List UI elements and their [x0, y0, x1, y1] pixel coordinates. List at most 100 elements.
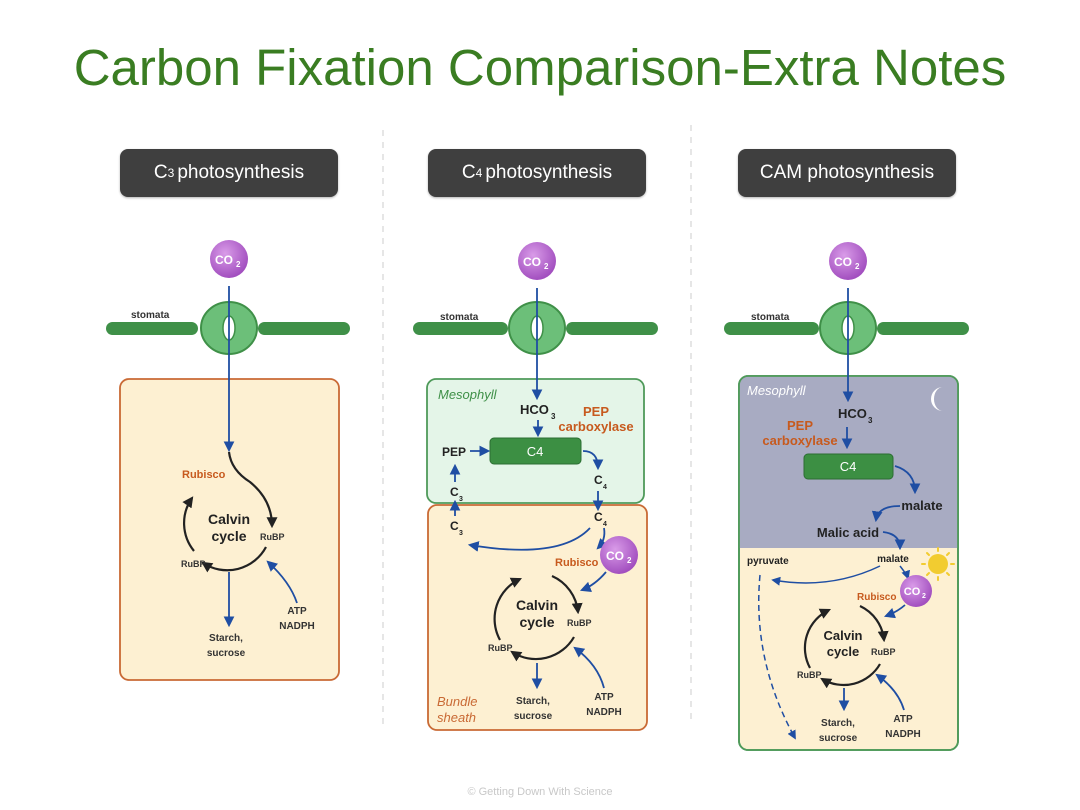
- c4-return-arrow: [467, 527, 591, 552]
- cam-co2-sub: 2: [855, 262, 860, 271]
- c4-pepc-1: PEP: [583, 404, 609, 419]
- c4-bundle-label-1: Bundle: [437, 694, 477, 709]
- c4-pepc-2: carboxylase: [558, 419, 633, 434]
- cam-starch-1: Starch,: [821, 718, 855, 729]
- c4-atp-arrow: [573, 646, 605, 689]
- c3-rubp-left: RuBP: [181, 559, 206, 569]
- copyright-footer: © Getting Down With Science: [467, 786, 613, 798]
- c4-bundle-sheath: [427, 504, 648, 731]
- c4-calvin-cycle: [493, 574, 583, 662]
- cam-stomata-label: stomata: [751, 312, 790, 323]
- cam-malate-to-pyruvate-arrow: [771, 565, 881, 586]
- c4-heading-sub: 4: [475, 166, 483, 180]
- c3-stomata-label: stomata: [131, 310, 170, 321]
- c4-heading-rest: photosynthesis: [485, 162, 613, 183]
- c4-calvin-label-1: Calvin: [516, 597, 558, 613]
- sun-icon: [921, 547, 955, 581]
- c3-co2-molecule: CO 2: [210, 240, 248, 278]
- cam-malic-arrow: [882, 531, 906, 551]
- cam-c4-box: [803, 453, 894, 480]
- cam-nadph: NADPH: [885, 729, 921, 740]
- cam-malate-bottom: malate: [877, 554, 909, 565]
- cam-hco3: HCO: [838, 406, 867, 421]
- c3-rubp-right: RuBP: [260, 532, 285, 542]
- c3-co2-text: CO: [215, 253, 233, 267]
- c4-co2-inner-text: CO: [606, 549, 624, 563]
- cam-c4-box-label: C4: [840, 459, 857, 474]
- cam-rubisco-label: Rubisco: [857, 592, 896, 603]
- c4-c4-sub-top: 4: [603, 484, 607, 491]
- c3-atp-arrow: [266, 560, 298, 604]
- c4-co2-sub: 2: [544, 262, 549, 271]
- c4-starch-2: sucrose: [514, 711, 553, 722]
- c3-rubisco-label: Rubisco: [182, 469, 226, 481]
- moon-icon: [931, 387, 943, 411]
- cam-pepc-2: carboxylase: [762, 433, 837, 448]
- cam-mesophyll-label: Mesophyll: [747, 383, 807, 398]
- cam-pyruvate: pyruvate: [747, 556, 789, 567]
- c3-atp: ATP: [287, 606, 307, 617]
- slide-title: Carbon Fixation Comparison-Extra Notes: [73, 39, 1007, 96]
- c4-to-co2-arrow: [596, 527, 608, 550]
- c4-starch-1: Starch,: [516, 696, 550, 707]
- cam-co2-text: CO: [834, 255, 852, 269]
- cam-atp-arrow: [875, 673, 905, 711]
- c4-calvin-label-2: cycle: [519, 614, 554, 630]
- c4-bundle-label-2: sheath: [437, 710, 476, 725]
- cam-co2-inner: CO 2: [900, 575, 932, 607]
- cam-atp: ATP: [893, 714, 913, 725]
- c4-c4-out-arrow: [582, 450, 604, 471]
- c3-heading-rest: photosynthesis: [177, 162, 305, 183]
- c4-co2-inner: CO 2: [600, 536, 638, 574]
- c3-starch-2: sucrose: [207, 648, 246, 659]
- c4-heading-main: C: [461, 162, 476, 183]
- c4-co2-inner-sub: 2: [627, 556, 632, 565]
- cam-malate-arrow: [871, 505, 901, 523]
- c3-calvin-cycle: [182, 451, 278, 573]
- cam-c4-out-arrow: [894, 465, 921, 495]
- c4-nadph: NADPH: [586, 707, 622, 718]
- cam-hco3-sub: 3: [868, 416, 873, 425]
- c3-co2-sub: 2: [236, 260, 241, 269]
- c4-c4-label-bottom: C: [594, 510, 603, 524]
- c4-c3-sub-top: 3: [459, 496, 463, 503]
- c4-co2-into-cycle-arrow: [579, 571, 607, 592]
- cam-malic-acid: Malic acid: [817, 525, 879, 540]
- cam-co2-inner-text: CO: [904, 586, 921, 598]
- cam-starch-2: sucrose: [819, 733, 858, 744]
- cam-co2-inner-sub: 2: [922, 593, 926, 600]
- cam-calvin-label-2: cycle: [827, 644, 860, 659]
- c3-nadph: NADPH: [279, 621, 315, 632]
- c4-atp: ATP: [594, 692, 614, 703]
- c4-stomata-band: [413, 301, 658, 355]
- cam-malate-top: malate: [901, 498, 942, 513]
- c4-panel: stomata CO 2 Mesophyll HCO 3 PEP carboxy…: [413, 242, 658, 731]
- cam-pyruvate-return-arrow: [758, 574, 796, 740]
- c4-c3-label-top: C: [450, 485, 459, 499]
- c3-starch-1: Starch,: [209, 633, 243, 644]
- c3-calvin-label-1: Calvin: [208, 511, 250, 527]
- c3-heading-sub: 3: [167, 166, 175, 180]
- cam-pepc-1: PEP: [787, 418, 813, 433]
- c4-c4-sub-bottom: 4: [603, 521, 607, 528]
- cam-co2-molecule: CO 2: [829, 242, 867, 280]
- c3-panel: stomata CO 2 Rubisco Calvin cycle RuBP R…: [106, 240, 350, 681]
- c4-c4-label-top: C: [594, 473, 603, 487]
- c4-stomata-label: stomata: [440, 312, 479, 323]
- c4-pep-label: PEP: [442, 445, 466, 459]
- cam-stomata-band: [724, 301, 969, 355]
- c4-co2-text: CO: [523, 255, 541, 269]
- cam-co2-into-cycle-arrow: [883, 604, 906, 619]
- c4-rubisco-label: Rubisco: [555, 557, 599, 569]
- cam-rubp-right: RuBP: [871, 647, 896, 657]
- c3-heading-main: C: [153, 162, 168, 183]
- cam-heading: CAM photosynthesis: [738, 149, 956, 197]
- c4-c3-label-bottom: C: [450, 519, 459, 533]
- c4-rubp-left: RuBP: [488, 643, 513, 653]
- c4-hco3: HCO: [520, 402, 549, 417]
- c4-c3-sub-bottom: 3: [459, 530, 463, 537]
- c4-hco3-sub: 3: [551, 412, 556, 421]
